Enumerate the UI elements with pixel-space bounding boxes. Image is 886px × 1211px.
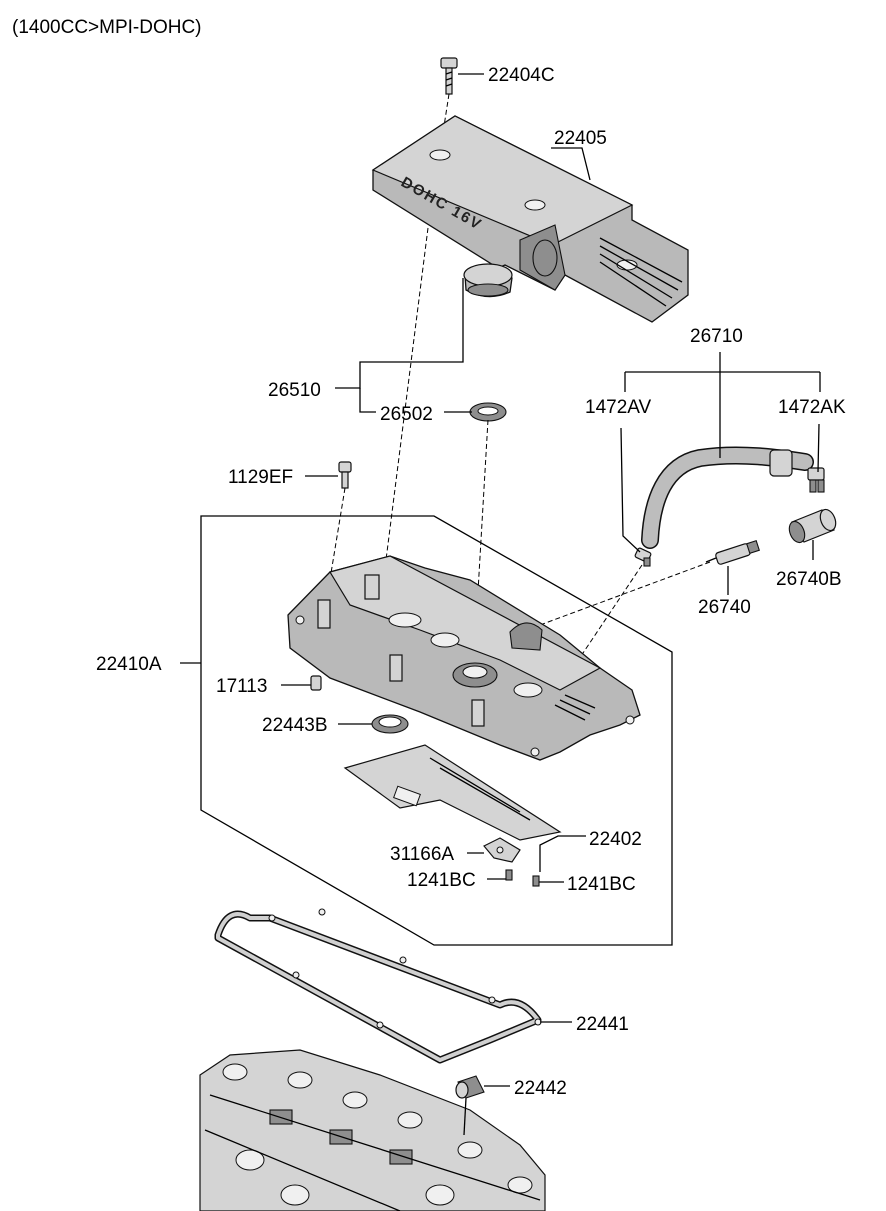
leader-lines: [180, 73, 821, 1136]
label-22443B: 22443B: [262, 715, 328, 736]
label-26710: 26710: [690, 326, 743, 347]
label-22410A: 22410A: [96, 654, 162, 675]
cylinder-head-partial: [199, 1049, 546, 1211]
label-26510: 26510: [268, 380, 321, 401]
hose-clamp-1472AV[interactable]: [634, 547, 652, 567]
screw-1241BC-b[interactable]: [532, 875, 540, 887]
gasket-22441[interactable]: [214, 908, 542, 1064]
label-1241BC-a: 1241BC: [407, 870, 476, 891]
engine-cover-22405[interactable]: [371, 115, 689, 323]
label-1241BC-b: 1241BC: [567, 874, 636, 895]
label-1129EF: 1129EF: [228, 467, 293, 488]
label-26740: 26740: [698, 597, 751, 618]
leader-dash-26740: [539, 561, 711, 626]
leader-dash-1472AV: [574, 564, 643, 666]
label-1472AV: 1472AV: [585, 397, 652, 418]
label-22442: 22442: [514, 1078, 567, 1099]
bolt-1129EF[interactable]: [338, 461, 352, 489]
bracket-31166A[interactable]: [483, 837, 521, 863]
pcv-valve-26740[interactable]: [705, 540, 760, 565]
label-26740B: 26740B: [776, 569, 842, 590]
cylinder-head-cover-22410A[interactable]: [287, 555, 641, 761]
pcv-hose-26710[interactable]: [641, 446, 814, 549]
label-26502: 26502: [380, 404, 433, 425]
grommet-26740B[interactable]: [786, 507, 838, 545]
cap-gasket-26502[interactable]: [469, 402, 507, 422]
bolt-22404C[interactable]: [440, 57, 458, 95]
seal-22443B[interactable]: [371, 714, 409, 734]
baffle-plate-22402[interactable]: [343, 744, 562, 841]
hose-clamp-1472AK[interactable]: [807, 467, 825, 493]
label-22402: 22402: [589, 829, 642, 850]
oil-filler-cap-26510[interactable]: [463, 263, 513, 298]
label-22404C: 22404C: [488, 65, 555, 86]
screw-1241BC-a[interactable]: [505, 869, 513, 881]
engine-spec-label: (1400CC>MPI-DOHC): [12, 17, 202, 38]
label-31166A: 31166A: [390, 844, 454, 865]
assembly-boundary: [200, 515, 673, 946]
label-17113: 17113: [216, 676, 267, 697]
leader-dash-cover: [385, 227, 429, 561]
label-22405: 22405: [554, 128, 607, 149]
part-17113[interactable]: [310, 675, 322, 691]
label-1472AK: 1472AK: [778, 397, 846, 418]
plug-22442[interactable]: [455, 1075, 485, 1099]
label-22441: 22441: [576, 1014, 629, 1035]
